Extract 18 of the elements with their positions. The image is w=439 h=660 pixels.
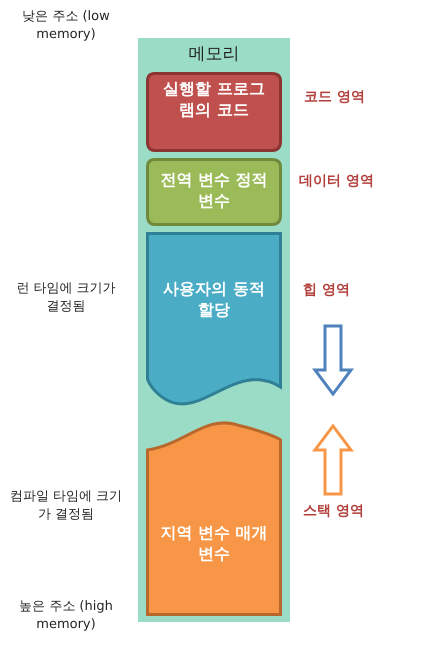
area-label: 데이터 영역 bbox=[299, 172, 374, 190]
heap-segment bbox=[146, 232, 282, 404]
area-label: 힙 영역 bbox=[303, 281, 350, 299]
column-title: 메모리 bbox=[188, 43, 240, 65]
address-note: 런 타임에 크기가 결정됨 bbox=[15, 280, 117, 316]
segment-text: 사용자의 동적 할당 bbox=[162, 278, 266, 320]
address-note: 낮은 주소 (low memory) bbox=[21, 8, 111, 44]
segment-text: 전역 변수 정적 변수 bbox=[159, 169, 269, 211]
area-label: 스택 영역 bbox=[303, 502, 364, 520]
segment-text: 지역 변수 매개변수 bbox=[159, 522, 269, 564]
memory-segment bbox=[146, 72, 282, 152]
area-label: 코드 영역 bbox=[304, 88, 365, 106]
memory-segment bbox=[146, 158, 282, 226]
stack-segment bbox=[146, 424, 282, 616]
memory-column bbox=[138, 38, 290, 622]
address-note: 높은 주소 (high memory) bbox=[18, 598, 114, 634]
address-note: 컴파일 타임에 크기가 결정됨 bbox=[8, 488, 124, 524]
segment-text: 실행할 프로그램의 코드 bbox=[162, 78, 266, 120]
